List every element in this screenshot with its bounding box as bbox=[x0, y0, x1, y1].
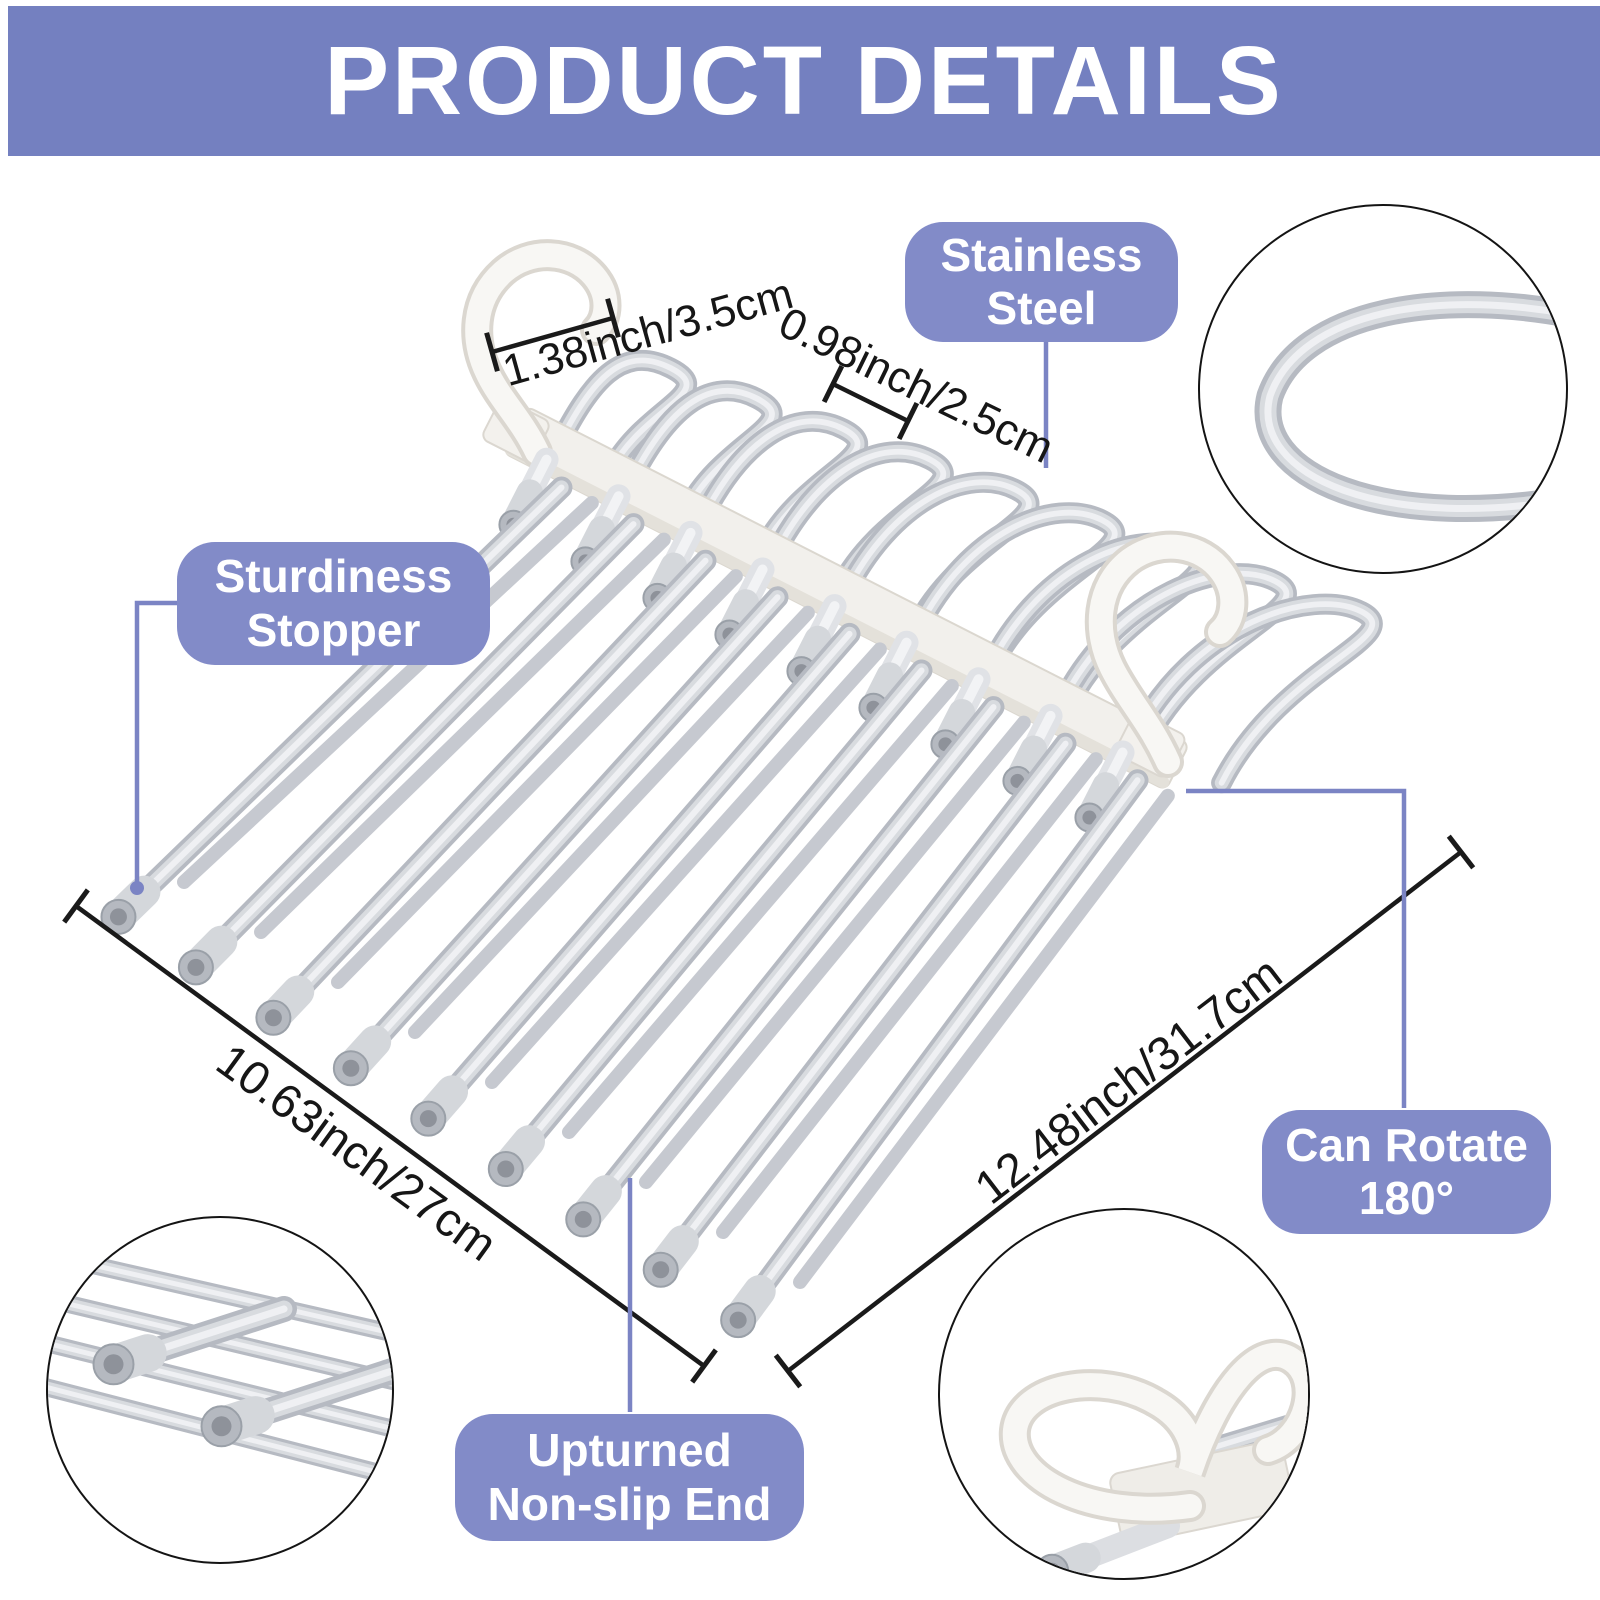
callout-line: Upturned bbox=[527, 1424, 732, 1477]
non-slip-end-closeup bbox=[48, 1245, 392, 1486]
callout-line: 180° bbox=[1358, 1172, 1455, 1224]
callout-line: Sturdiness bbox=[214, 550, 453, 603]
callout-line: Steel bbox=[986, 282, 1097, 334]
callout-line: Stopper bbox=[246, 603, 421, 656]
callout-sturdiness-stopper: Sturdiness Stopper bbox=[177, 542, 490, 665]
detail-circle-hook bbox=[938, 1208, 1310, 1580]
steel-bar-bend-closeup bbox=[1254, 291, 1566, 522]
callout-upturned-non-slip-end: Upturned Non-slip End bbox=[455, 1414, 804, 1541]
detail-circle-steel-bar-bend bbox=[1198, 204, 1568, 574]
header-banner: PRODUCT DETAILS bbox=[8, 6, 1600, 156]
callout-stainless-steel: Stainless Steel bbox=[905, 222, 1178, 342]
callout-can-rotate-180: Can Rotate 180° bbox=[1262, 1110, 1551, 1234]
page-title: PRODUCT DETAILS bbox=[324, 26, 1284, 135]
hook-closeup bbox=[998, 1338, 1308, 1578]
detail-circle-non-slip-end bbox=[46, 1216, 394, 1564]
callout-line: Stainless bbox=[940, 228, 1143, 281]
callout-line: Can Rotate bbox=[1285, 1118, 1528, 1171]
callout-line: Non-slip End bbox=[487, 1477, 772, 1530]
